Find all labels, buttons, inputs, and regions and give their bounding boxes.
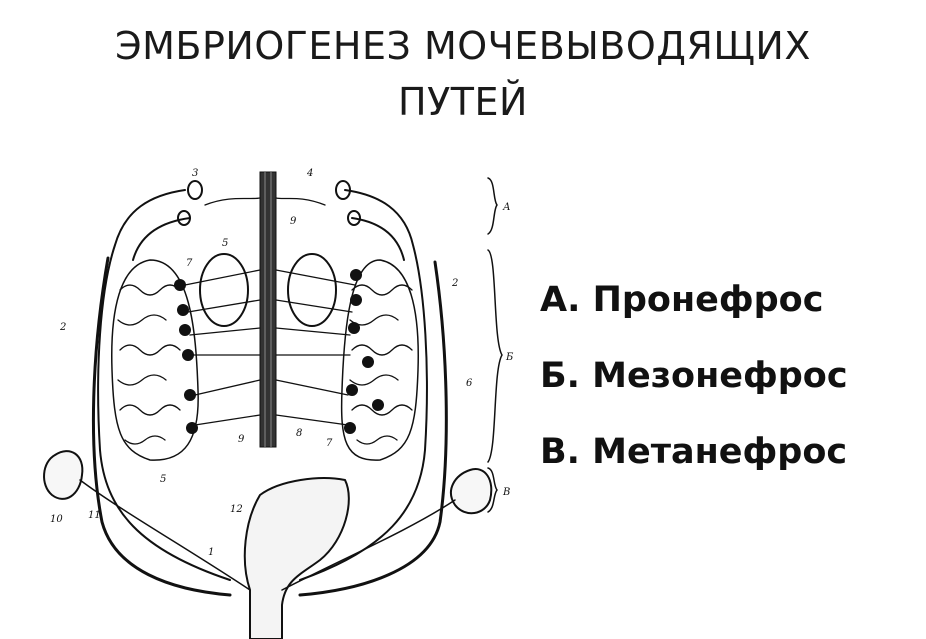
right-wolffian-duct [298, 260, 448, 597]
glomerulus [174, 279, 186, 291]
aorta [259, 171, 277, 448]
label-7-top: 7 [186, 258, 193, 269]
label-10: 10 [50, 514, 63, 525]
left-wolffian-duct [91, 256, 232, 597]
vessels-right [275, 269, 356, 426]
pronephros-tubule [335, 180, 351, 200]
legend-item-mesonephros: Б. Мезонефрос [540, 356, 848, 396]
label-1: 1 [208, 547, 214, 558]
glomerulus [182, 349, 194, 361]
right-kidney [450, 468, 493, 515]
section-label-v: В [502, 487, 510, 498]
glomerulus [362, 356, 374, 368]
label-9-top: 9 [290, 216, 297, 227]
brace-a [487, 177, 498, 235]
glomerulus [350, 269, 362, 281]
cloaca [243, 477, 350, 639]
section-label-b: Б [505, 352, 514, 363]
label-12: 12 [230, 504, 243, 515]
vessels-left [184, 269, 261, 426]
glomerulus [346, 384, 358, 396]
pronephros-tubule [177, 210, 191, 226]
label-2-left: 2 [59, 322, 66, 333]
title-line-2: ПУТЕЙ [398, 80, 528, 124]
label-6: 6 [466, 378, 473, 389]
legend: А. Пронефрос Б. Мезонефрос В. Метанефрос [540, 262, 920, 490]
legend-item-pronephros: А. Пронефрос [540, 280, 824, 320]
embryogenesis-diagram: 3 4 9 5 7 2 2 6 9 8 7 5 12 10 11 1 А Б В [0, 150, 530, 639]
glomerulus [184, 389, 196, 401]
legend-item-metanephros: В. Метанефрос [540, 432, 848, 472]
label-7-bottom: 7 [326, 438, 333, 449]
label-9-bottom: 9 [238, 434, 245, 445]
left-mesonephros [111, 259, 199, 461]
right-gonad [287, 253, 337, 327]
glomerulus [348, 322, 360, 334]
page-title: ЭМБРИОГЕНЕЗ МОЧЕВЫВОДЯЩИХ ПУТЕЙ [0, 18, 926, 130]
left-tubules [117, 284, 181, 445]
label-5-top: 5 [222, 238, 228, 249]
pronephros-tubule [347, 210, 361, 226]
section-label-a: А [502, 202, 511, 213]
glomerulus [186, 422, 198, 434]
left-duct [97, 189, 231, 581]
glomerulus [350, 294, 362, 306]
brace-v [487, 467, 498, 513]
glomerulus [372, 399, 384, 411]
label-11: 11 [88, 510, 101, 521]
glomerulus [344, 422, 356, 434]
left-ureter [79, 479, 251, 591]
glomerulus [177, 304, 189, 316]
diagram-svg: 3 4 9 5 7 2 2 6 9 8 7 5 12 10 11 1 А Б В [43, 168, 514, 639]
right-mesonephros [340, 259, 419, 461]
right-ureter [281, 499, 456, 591]
right-duct [299, 189, 428, 581]
label-2-right: 2 [451, 278, 458, 289]
top-vessels [204, 197, 326, 206]
title-line-1: ЭМБРИОГЕНЕЗ МОЧЕВЫВОДЯЩИХ [115, 24, 811, 68]
label-4: 4 [306, 168, 313, 179]
label-8: 8 [296, 428, 302, 439]
brace-b [487, 249, 503, 463]
glomerulus [179, 324, 191, 336]
left-duct-inner [132, 217, 191, 261]
right-tubules [349, 284, 413, 445]
label-3: 3 [192, 168, 198, 179]
right-duct-inner [351, 217, 405, 261]
left-kidney [43, 450, 84, 500]
left-gonad [199, 253, 249, 327]
pronephros-tubule [187, 180, 203, 200]
label-5-bottom: 5 [160, 474, 166, 485]
